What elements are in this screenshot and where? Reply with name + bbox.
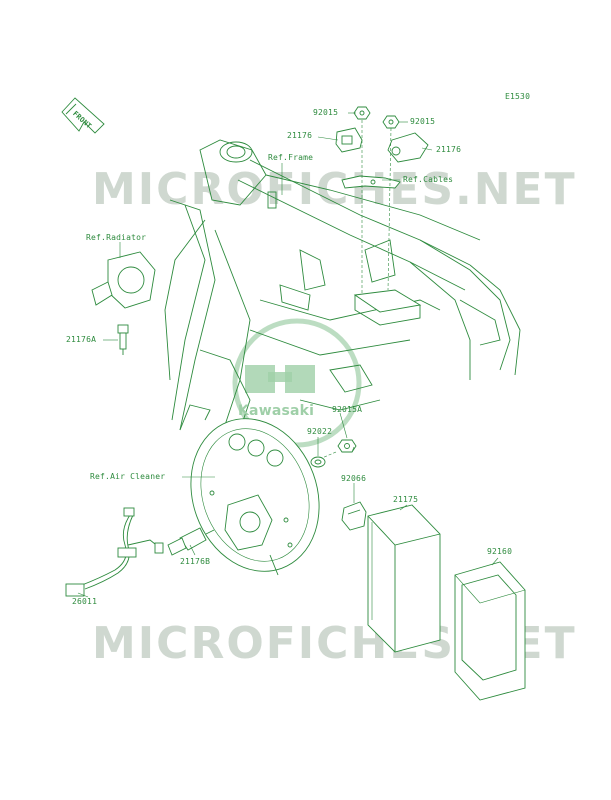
label-92015-left: 92015 <box>313 108 339 117</box>
label-ref-frame: Ref.Frame <box>268 153 314 162</box>
wiring-harness-26011 <box>65 507 164 597</box>
cover-92160 <box>454 561 526 701</box>
front-arrow-icon <box>61 97 105 134</box>
label-21176-left: 21176 <box>287 131 313 140</box>
label-ref-radiator: Ref.Radiator <box>86 233 147 242</box>
air-cleaner-housing <box>190 418 320 576</box>
sensor-21176A <box>117 324 129 355</box>
label-21176-right: 21176 <box>436 145 462 154</box>
logo-text: Kawasaki <box>238 403 315 419</box>
cable-bracket <box>341 175 401 189</box>
label-26011: 26011 <box>72 597 98 606</box>
label-ref-air-cleaner: Ref.Air Cleaner <box>90 472 166 481</box>
leader-lines <box>77 112 499 598</box>
connector-92066 <box>341 501 367 531</box>
sensor-21176B <box>167 527 215 556</box>
ecu-21175 <box>367 504 441 653</box>
label-92066: 92066 <box>341 474 367 483</box>
sensor-21176-right <box>387 132 429 163</box>
watermark-top: MICROFICHES.NET <box>92 164 577 215</box>
label-92015A: 92015A <box>332 405 363 414</box>
kawasaki-logo <box>232 318 362 448</box>
label-92022: 92022 <box>307 427 333 436</box>
nut-92015-right <box>382 115 400 129</box>
radiator-housing <box>91 251 156 309</box>
nut-92015A <box>337 439 357 453</box>
diagram-code: E1530 <box>505 92 531 101</box>
frame-outline <box>164 139 521 441</box>
label-21175: 21175 <box>393 495 419 504</box>
label-21176B: 21176B <box>180 557 211 566</box>
label-21176A: 21176A <box>66 335 97 344</box>
label-92160: 92160 <box>487 547 513 556</box>
washer-92022 <box>310 456 326 468</box>
label-92015-right: 92015 <box>410 117 436 126</box>
sensor-21176-left <box>335 127 363 153</box>
nut-92015-left <box>353 106 371 120</box>
label-ref-cables: Ref.Cables <box>403 175 454 184</box>
